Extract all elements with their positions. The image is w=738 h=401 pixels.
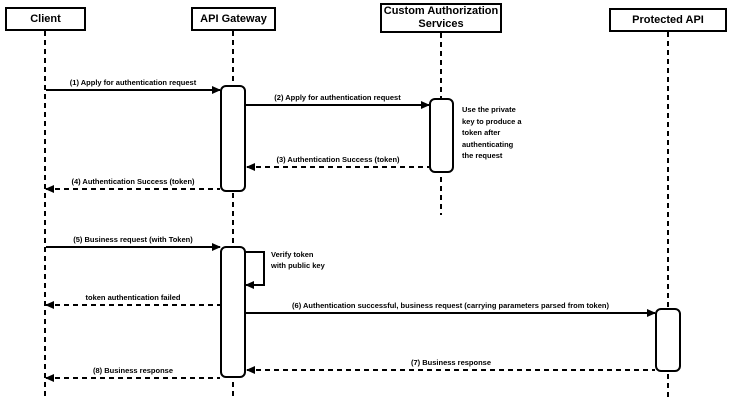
message-3-label: (3) Authentication Success (token) [276, 155, 400, 164]
message-failed-line [45, 301, 220, 309]
participant-box-api-gateway: API Gateway [191, 7, 276, 31]
message-8-label: (8) Business response [92, 366, 174, 375]
self-message-label: Verify token with public key [271, 250, 325, 270]
message-2-line [246, 101, 430, 109]
participant-box-custom-authorization-services: Custom Authorization Services [380, 3, 502, 33]
arrowhead-left-icon [45, 301, 54, 309]
activation-custom-authorization-services [429, 98, 454, 173]
message-7-line [246, 366, 655, 374]
arrowhead-left-icon [245, 281, 254, 289]
note-private-key: Use the private key to produce a token a… [462, 105, 522, 160]
message-1-line [46, 86, 221, 94]
message-5-line [46, 243, 221, 251]
lifeline-protected-api [667, 32, 669, 400]
self-message-bottom-line [245, 281, 265, 289]
message-2-label: (2) Apply for authentication request [274, 93, 401, 102]
message-5-label: (5) Business request (with Token) [73, 235, 193, 244]
participant-box-client: Client [5, 7, 86, 31]
participant-box-protected-api: Protected API [609, 8, 727, 32]
self-message-top-line [246, 251, 265, 253]
message-6-label: (6) Authentication successful, business … [292, 301, 609, 310]
arrowhead-right-icon [212, 243, 221, 251]
arrowhead-left-icon [45, 185, 54, 193]
message-1-label: (1) Apply for authentication request [69, 78, 197, 87]
arrowhead-right-icon [421, 101, 430, 109]
message-4-label: (4) Authentication Success (token) [71, 177, 195, 186]
lifeline-api-gateway [232, 31, 234, 398]
message-4-line [45, 185, 220, 193]
activation-api-gateway-auth [220, 85, 246, 192]
lifeline-client [44, 31, 46, 398]
arrowhead-left-icon [45, 374, 54, 382]
message-failed-label: token authentication failed [85, 293, 181, 302]
message-3-line [246, 163, 429, 171]
activation-api-gateway-business [220, 246, 246, 378]
message-8-line [45, 374, 220, 382]
arrowhead-right-icon [647, 309, 656, 317]
message-7-label: (7) Business response [410, 358, 492, 367]
arrowhead-right-icon [212, 86, 221, 94]
arrowhead-left-icon [246, 366, 255, 374]
self-message-side-line [263, 251, 265, 286]
message-6-line [246, 309, 656, 317]
arrowhead-left-icon [246, 163, 255, 171]
activation-protected-api [655, 308, 681, 372]
